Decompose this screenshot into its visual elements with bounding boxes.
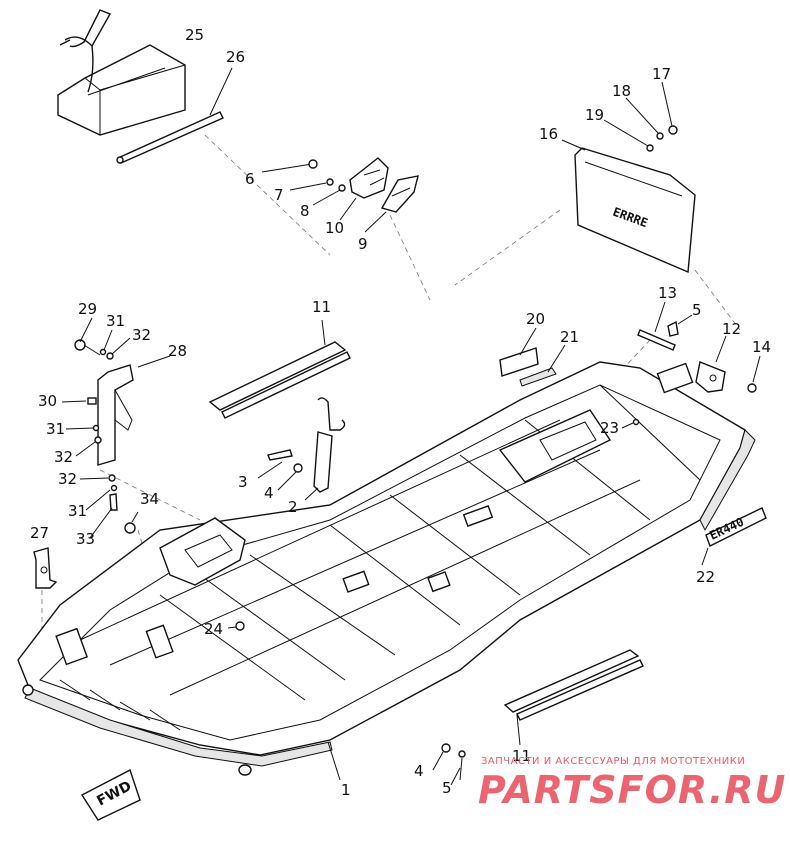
callout-15: 5 (692, 301, 702, 319)
callout-13: 13 (658, 284, 677, 302)
callout-34: 34 (140, 490, 159, 508)
callout-32-top: 32 (132, 326, 151, 344)
callout-5-lower: 5 (442, 779, 452, 797)
callout-17: 17 (652, 65, 671, 83)
watermark-logo: PARTSFOR.RU (478, 768, 787, 812)
part-1-main-frame (17, 361, 756, 781)
callout-9: 9 (358, 235, 368, 253)
parts-4-5-lower-bolts (432, 743, 466, 786)
callout-19: 19 (585, 106, 604, 124)
callout-4-lower: 4 (414, 762, 424, 780)
part-27-bracket (33, 547, 58, 589)
callout-1: 1 (341, 781, 351, 799)
callout-26: 26 (226, 48, 245, 66)
callout-20: 20 (526, 310, 545, 328)
part-34-bolt (124, 511, 139, 534)
callout-22: 22 (696, 568, 715, 586)
part-11-rail-upper (208, 319, 351, 419)
part-28-bracket (74, 317, 171, 511)
fwd-marker: FWD (80, 769, 141, 821)
part-26-rod (116, 67, 233, 164)
callout-25: 25 (185, 26, 204, 44)
callout-31-mid: 31 (46, 420, 65, 438)
callout-12: 12 (722, 320, 741, 338)
callout-11-upper: 11 (312, 298, 331, 316)
part-16-plate: ERRRE (561, 81, 696, 274)
callout-24: 24 (204, 620, 223, 638)
callout-16: 16 (539, 125, 558, 143)
part-25-cover-box (57, 9, 186, 136)
callout-6: 6 (245, 170, 255, 188)
part-20-21-pads (499, 327, 566, 387)
part-2-arm (257, 397, 346, 501)
callout-32-bottom: 32 (58, 470, 77, 488)
callout-23: 23 (600, 419, 619, 437)
callout-2: 2 (288, 498, 298, 516)
callout-11-lower: 11 (512, 747, 531, 765)
callout-14: 14 (752, 338, 771, 356)
callout-8: 8 (300, 202, 310, 220)
callout-27: 27 (30, 524, 49, 542)
callout-32-mid: 32 (54, 448, 73, 466)
part-12-15-hardware (637, 301, 761, 393)
callout-4: 4 (264, 484, 274, 502)
callout-33: 33 (76, 530, 95, 548)
callout-31-top: 31 (106, 312, 125, 330)
callout-7: 7 (274, 186, 284, 204)
callout-31-bottom: 31 (68, 502, 87, 520)
callout-3: 3 (238, 473, 248, 491)
callout-labels: 1 2 3 4 4 5 5 6 7 8 9 10 11 11 12 13 14 … (30, 26, 771, 799)
callout-30: 30 (38, 392, 57, 410)
left-leaders (61, 329, 131, 539)
callout-21: 21 (560, 328, 579, 346)
decal-text: ER440 (707, 515, 746, 543)
part-11-rail-lower (503, 649, 644, 746)
watermark-tagline: ЗАПЧАСТИ И АКСЕССУАРЫ ДЛЯ МОТОТЕХНИКИ (481, 756, 746, 767)
callout-29: 29 (78, 300, 97, 318)
callout-10: 10 (325, 219, 344, 237)
callout-28: 28 (168, 342, 187, 360)
callout-18: 18 (612, 82, 631, 100)
parts-6-10-brackets (261, 157, 419, 233)
